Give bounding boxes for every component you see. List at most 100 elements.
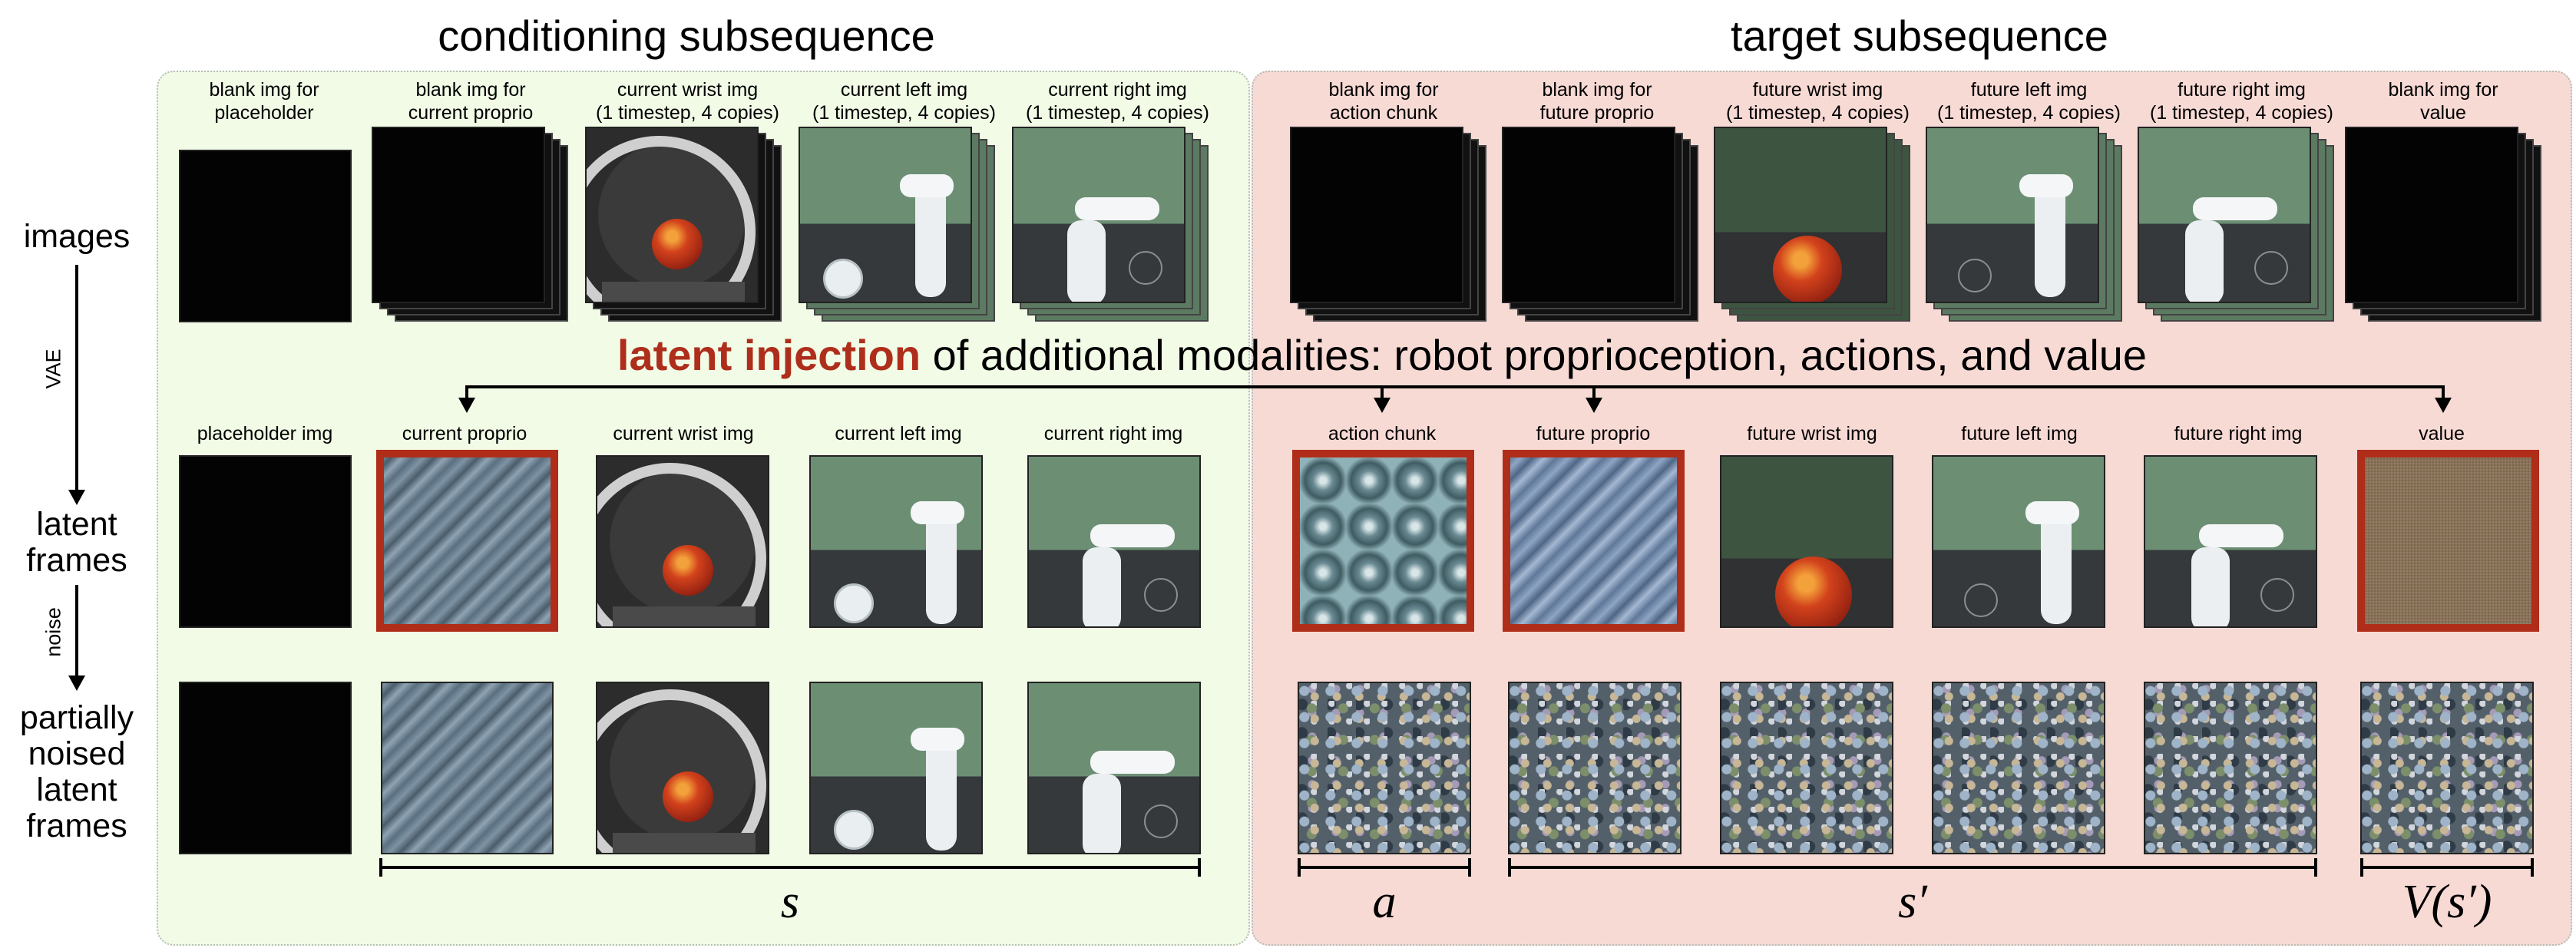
bracket-a-label: a	[1372, 876, 1397, 928]
noised-future-proprio	[1508, 682, 1682, 854]
latent-action-chunk	[1292, 450, 1474, 632]
noise-arrow-head	[68, 675, 85, 691]
future-right-image	[2138, 127, 2311, 303]
injection-arrow-future-proprio	[1586, 398, 1602, 413]
latent-caption-current-right: current right img	[1043, 423, 1183, 444]
bracket-s-line	[379, 866, 1201, 869]
robot-body	[926, 735, 957, 851]
stove-burner	[1144, 804, 1178, 838]
noised-current-left	[809, 682, 983, 854]
injection-drop-future-proprio	[1592, 385, 1596, 399]
latent-current-proprio	[376, 450, 558, 632]
bracket-s-prime-line	[1508, 866, 2317, 869]
robot-arm	[1090, 524, 1175, 547]
injection-drop-action-chunk	[1381, 385, 1384, 399]
noised-future-left	[1932, 682, 2105, 854]
bracket-a-left-tick	[1298, 858, 1301, 877]
bracket-v-right-tick	[2531, 858, 2534, 877]
robot-body	[926, 509, 957, 624]
current-right-image	[1012, 127, 1185, 303]
vae-arrow-head	[68, 490, 85, 505]
noised-future-right	[2144, 682, 2317, 854]
caption-current-right: current right img (1 timestep, 4 copies)	[1026, 79, 1209, 124]
injection-bracket-line	[465, 385, 2445, 388]
robot-arm	[2199, 524, 2283, 547]
robot-arm	[1075, 197, 1159, 220]
robot-body	[1067, 220, 1106, 302]
robot-body	[915, 182, 946, 297]
stove-burner	[1144, 578, 1178, 612]
bracket-a-line	[1298, 866, 1471, 869]
injection-drop-value	[2442, 385, 2445, 399]
noise-label: noise	[41, 607, 65, 657]
blank-current-proprio-image	[372, 127, 545, 303]
plate	[834, 583, 874, 623]
noise-arrow-line	[75, 585, 78, 677]
robot-arm	[2193, 197, 2277, 220]
latent-injection-rest: of additional modalities: robot proprioc…	[921, 331, 2148, 379]
apple	[652, 219, 703, 269]
robot-body	[1083, 547, 1121, 626]
latent-caption-action-chunk: action chunk	[1328, 423, 1437, 444]
gripper-base	[613, 606, 756, 626]
apple	[663, 771, 713, 822]
caption-future-left: future left img (1 timestep, 4 copies)	[1937, 79, 2121, 124]
noised-placeholder	[179, 682, 352, 854]
latent-caption-current-proprio: current proprio	[402, 423, 527, 444]
latent-caption-future-right: future right img	[2174, 423, 2303, 444]
bracket-v-label: V(s′)	[2402, 876, 2492, 928]
blank-placeholder-image	[179, 150, 352, 322]
latent-caption-placeholder: placeholder img	[197, 423, 333, 444]
conditioning-title: conditioning subsequence	[438, 12, 935, 60]
bracket-s-label: s	[780, 876, 800, 928]
noised-value	[2360, 682, 2534, 854]
blank-action-chunk-image	[1290, 127, 1463, 303]
future-wrist-image	[1714, 127, 1887, 303]
latent-caption-future-left: future left img	[1961, 423, 2078, 444]
stove-burner	[1958, 259, 1992, 292]
current-wrist-image	[585, 127, 759, 303]
noised-future-wrist	[1720, 682, 1893, 854]
noised-action-chunk	[1298, 682, 1471, 854]
gripper-base	[613, 833, 756, 853]
robot-body	[1083, 774, 1121, 853]
plate	[823, 259, 863, 299]
gripper-base	[602, 282, 745, 302]
latent-current-right	[1027, 455, 1201, 628]
robot-arm	[900, 174, 954, 197]
caption-blank-value: blank img for value	[2388, 79, 2498, 124]
robot-body	[2191, 547, 2230, 626]
stove-burner	[1964, 583, 1998, 617]
latent-placeholder	[179, 455, 352, 628]
future-left-image	[1926, 127, 2099, 303]
apple	[663, 545, 713, 596]
apple	[1775, 557, 1852, 626]
caption-blank-current-proprio: blank img for current proprio	[408, 79, 534, 124]
noised-current-wrist	[596, 682, 769, 854]
bracket-s-prime-label: s′	[1898, 876, 1927, 928]
bracket-v-left-tick	[2360, 858, 2363, 877]
latent-caption-future-wrist: future wrist img	[1747, 423, 1877, 444]
apple	[1773, 236, 1842, 302]
bracket-v-line	[2360, 866, 2534, 869]
caption-blank-future-proprio: blank img for future proprio	[1539, 79, 1655, 124]
noised-current-right	[1027, 682, 1201, 854]
caption-current-left: current left img (1 timestep, 4 copies)	[812, 79, 996, 124]
caption-blank-placeholder: blank img for placeholder	[209, 79, 319, 124]
caption-current-wrist: current wrist img (1 timestep, 4 copies)	[596, 79, 779, 124]
latent-caption-future-proprio: future proprio	[1536, 423, 1651, 444]
row-label-latent-frames: latent frames	[26, 506, 127, 579]
plate	[834, 810, 874, 850]
latent-current-left	[809, 455, 983, 628]
caption-future-wrist: future wrist img (1 timestep, 4 copies)	[1726, 79, 1910, 124]
latent-caption-value: value	[2419, 423, 2465, 444]
caption-blank-action-chunk: blank img for action chunk	[1328, 79, 1439, 124]
bracket-s-right-tick	[1198, 858, 1201, 877]
caption-future-right: future right img (1 timestep, 4 copies)	[2150, 79, 2333, 124]
latent-value	[2357, 450, 2539, 632]
robot-body	[2035, 182, 2065, 297]
noised-current-proprio	[381, 682, 554, 854]
injection-drop-current-proprio	[465, 385, 468, 399]
latent-injection-highlight: latent injection	[617, 331, 921, 379]
robot-arm	[911, 728, 964, 751]
